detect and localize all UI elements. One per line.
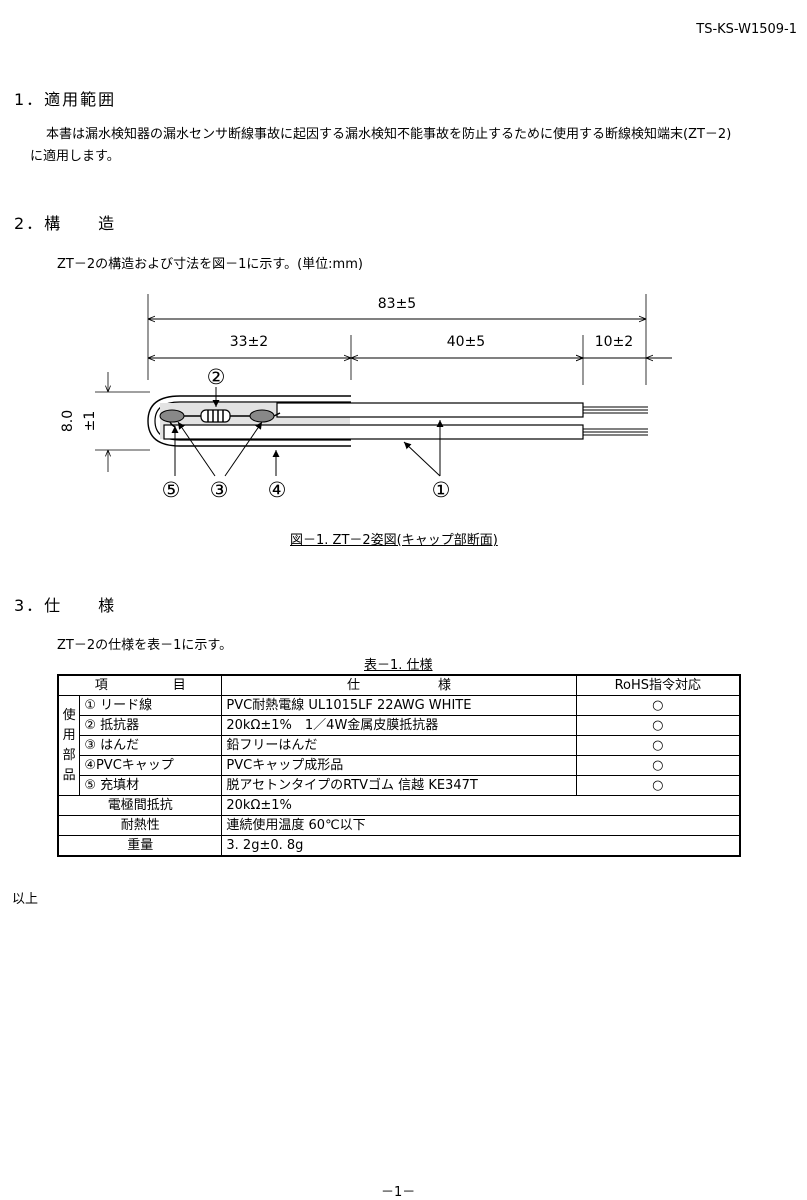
table-header-row: 項 目 仕 様 RoHS指令対応: [57, 674, 741, 696]
document-number: TS-KS-W1509-1: [696, 22, 797, 37]
leader-1b: [403, 441, 441, 477]
part-item: ⑤ 充填材: [79, 775, 223, 796]
page-number: －1－: [381, 1185, 416, 1200]
structure-figure: 83±5 33±2 40±5 10±2 8.0 ±1: [60, 294, 672, 502]
part-spec: 鉛フリーはんだ: [221, 735, 577, 756]
section-1-title: 1．適用範囲: [14, 90, 117, 109]
table-row: ⑤ 充填材 脱アセトンタイプのRTVゴム 信越 KE347T ○: [58, 775, 741, 796]
row-item: 耐熱性: [57, 815, 223, 836]
solder-joint-right: [249, 409, 275, 423]
table-row: ③ はんだ 鉛フリーはんだ ○: [58, 735, 741, 756]
lead-wire-upper: [276, 402, 648, 418]
callout-2: ②: [207, 365, 226, 389]
dim-c-label: 10±2: [595, 334, 633, 350]
part-spec: PVC耐熱電線 UL1015LF 22AWG WHITE: [221, 695, 577, 716]
group-label-cell: 使 用 部 品: [57, 695, 81, 796]
part-item: ③ はんだ: [79, 735, 223, 756]
table-row: ② 抵抗器 20kΩ±1% 1／4W金属皮膜抵抗器 ○: [58, 715, 741, 736]
dim-a-label: 33±2: [230, 334, 268, 350]
resistor: [200, 409, 231, 423]
row-spec: 3. 2g±0. 8g: [221, 835, 741, 857]
pvc-cap-outer: [147, 395, 351, 447]
figure-caption: 図－1. ZT－2姿図(キャップ部断面): [290, 533, 498, 548]
table-row: 電極間抵抗 20kΩ±1%: [57, 795, 741, 816]
callout-1: ①: [432, 478, 451, 502]
part-item: ① リード線: [79, 695, 223, 716]
solder-joint-left: [159, 409, 185, 423]
dim-height-tolerance: ±1: [82, 411, 98, 432]
section-1-body-line1: 本書は漏水検知器の漏水センサ断線事故に起因する漏水検知不能事故を防止するために使…: [46, 127, 732, 142]
part-spec: 20kΩ±1% 1／4W金属皮膜抵抗器: [221, 715, 577, 736]
callout-4: ④: [268, 478, 287, 502]
part-spec: 脱アセトンタイプのRTVゴム 信越 KE347T: [221, 775, 577, 796]
group-label-char: 品: [62, 767, 76, 783]
dim-height-value: 8.0: [60, 410, 76, 432]
group-label-char: 用: [62, 727, 76, 743]
header-spec: 仕 様: [221, 674, 577, 696]
part-spec: PVCキャップ成形品: [221, 755, 577, 776]
rohs-mark: ○: [575, 695, 741, 716]
part-item: ② 抵抗器: [79, 715, 223, 736]
section-3-title: 3．仕 様: [14, 596, 117, 615]
table-caption: 表－1. 仕様: [364, 658, 433, 673]
section-2-title: 2．構 造: [14, 214, 117, 233]
table-row: 使 用 部 品 ① リード線 PVC耐熱電線 UL1015LF 22AWG WH…: [57, 695, 741, 796]
rohs-mark: ○: [575, 735, 741, 756]
section-3-intro: ZT－2の仕様を表－1に示す。: [57, 638, 233, 653]
spec-table: 項 目 仕 様 RoHS指令対応 使 用 部 品 ① リード線 PVC耐熱電線 …: [57, 674, 741, 857]
header-rohs: RoHS指令対応: [575, 674, 741, 696]
vertical-dimension: [95, 372, 150, 472]
leader-3b: [224, 421, 263, 477]
rohs-mark: ○: [575, 775, 741, 796]
group-label-char: 使: [62, 707, 76, 723]
leader-3a: [177, 421, 216, 477]
section-1-body-line2: に適用します。: [30, 149, 120, 164]
part-item: ④PVCキャップ: [79, 755, 223, 776]
extension-lines: [147, 294, 647, 385]
callout-5: ⑤: [162, 478, 181, 502]
row-spec: 20kΩ±1%: [221, 795, 741, 816]
callout-3: ③: [210, 478, 229, 502]
row-spec: 連続使用温度 60℃以下: [221, 815, 741, 836]
dim-b-label: 40±5: [447, 334, 485, 350]
table-row: ④PVCキャップ PVCキャップ成形品 ○: [58, 755, 741, 776]
group-label-char: 部: [62, 747, 76, 763]
row-item: 重量: [57, 835, 223, 857]
rohs-mark: ○: [575, 715, 741, 736]
dim-total-label: 83±5: [378, 296, 416, 312]
header-item: 項 目: [57, 674, 223, 696]
table-row: 耐熱性 連続使用温度 60℃以下: [57, 815, 741, 836]
lead-wire-lower: [163, 424, 648, 440]
row-item: 電極間抵抗: [57, 795, 223, 816]
section-2-intro: ZT－2の構造および寸法を図－1に示す。(単位:mm): [57, 257, 363, 272]
table-row: 重量 3. 2g±0. 8g: [57, 835, 741, 857]
closing-text: 以上: [12, 892, 39, 907]
rohs-mark: ○: [575, 755, 741, 776]
